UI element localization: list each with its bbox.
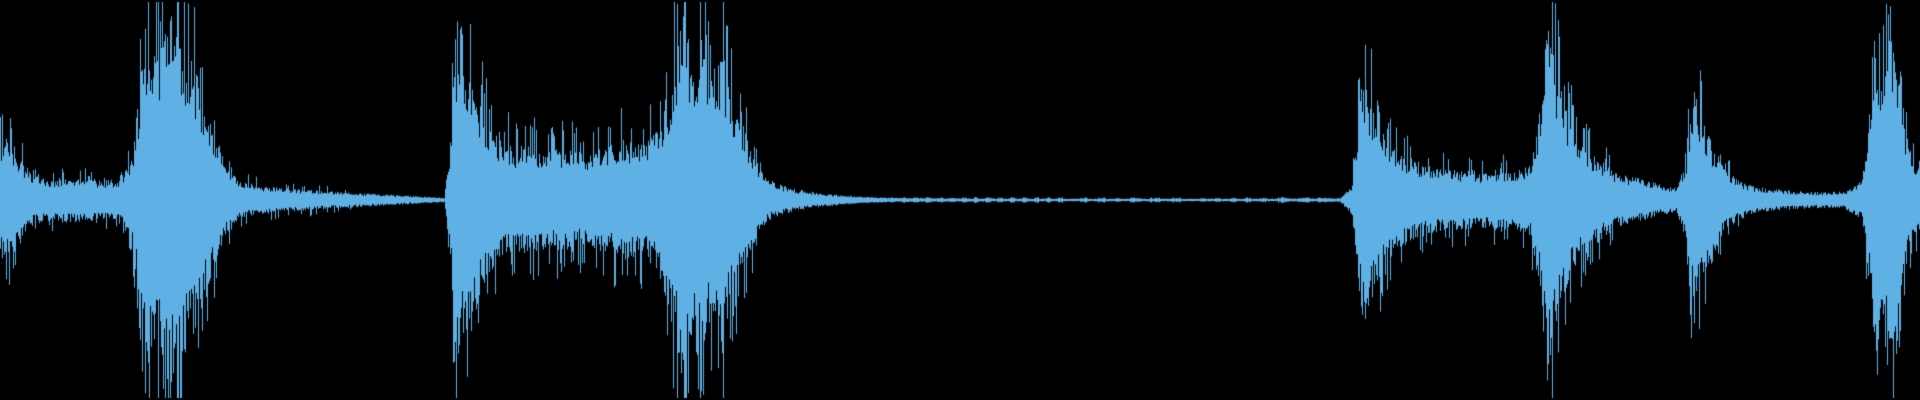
- waveform-canvas[interactable]: [0, 0, 1920, 400]
- audio-waveform-viewer[interactable]: [0, 0, 1920, 400]
